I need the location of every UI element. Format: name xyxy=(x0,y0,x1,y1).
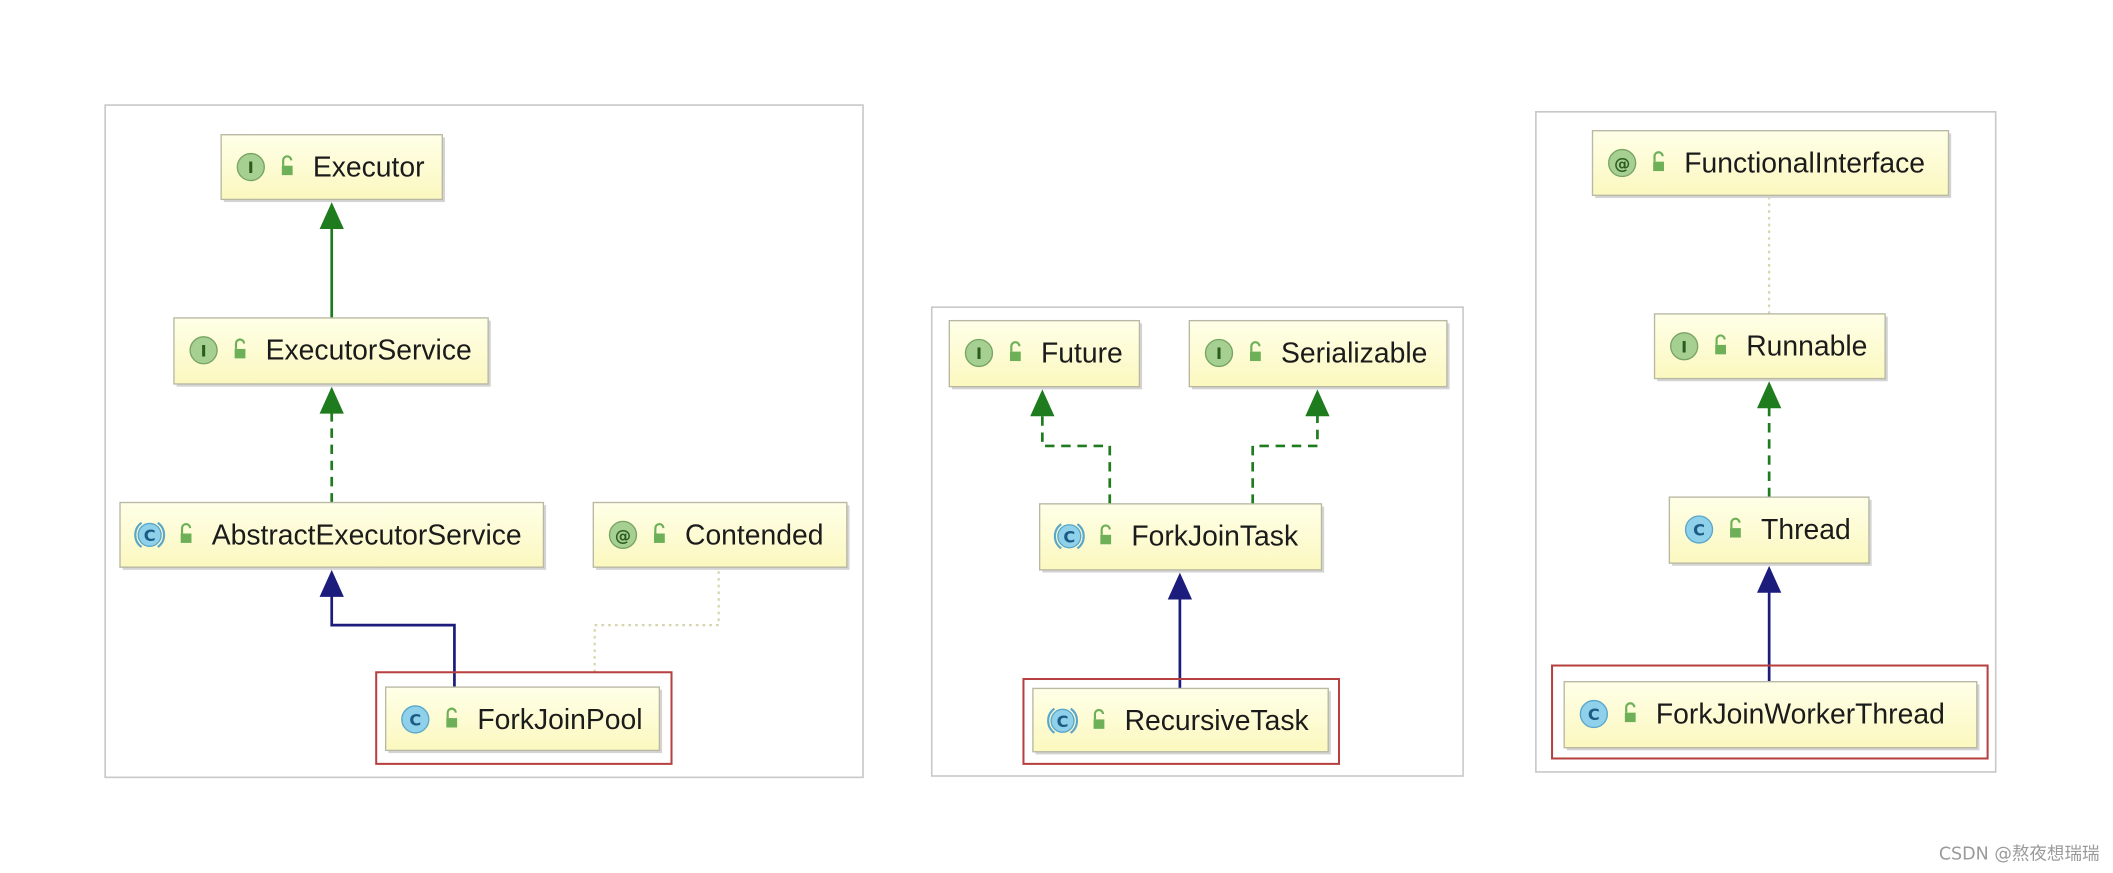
arrowhead xyxy=(1167,572,1193,600)
interface-icon: I xyxy=(1670,332,1699,361)
node-thread: C Thread xyxy=(1668,496,1872,566)
node-forkjoinpool: C ForkJoinPool xyxy=(384,686,663,754)
public-lock-icon xyxy=(1730,517,1741,538)
node-forkjointask: C ForkJoinTask xyxy=(1038,503,1325,573)
node-label: ExecutorService xyxy=(266,334,472,366)
arrowhead xyxy=(1305,389,1330,417)
icon-letter: C xyxy=(1588,705,1600,724)
watermark: CSDN @熬夜想瑞瑞 xyxy=(1939,844,2100,865)
node-label: RecursiveTask xyxy=(1125,704,1310,736)
node-runnable: I Runnable xyxy=(1653,313,1888,382)
diagram-panel-forkjointask: I Future I Serializable xyxy=(930,306,1464,777)
icon-letter: I xyxy=(248,158,254,177)
node-label: AbstractExecutorService xyxy=(212,518,522,550)
abstract-class-icon: C xyxy=(134,521,166,548)
edge-forkjoinpool-to-contended xyxy=(593,567,720,673)
edge-executorservice-to-executor xyxy=(319,202,344,318)
node-label: FunctionalInterface xyxy=(1684,146,1925,178)
edge-forkjoinpool-to-abstractexecutorservice xyxy=(319,569,456,688)
highlight-box xyxy=(375,671,673,765)
edge-thread-to-runnable xyxy=(1757,381,1782,498)
node-label: Executor xyxy=(313,150,425,182)
public-lock-icon xyxy=(1653,151,1664,172)
icon-letter: C xyxy=(144,526,156,545)
arrowhead xyxy=(319,386,344,414)
edge-recursivetask-to-forkjointask xyxy=(1167,572,1193,689)
icon-letter: C xyxy=(1057,712,1069,731)
public-lock-icon xyxy=(1250,341,1261,362)
icon-letter: I xyxy=(1216,344,1222,363)
node-functionalinterface: @ FunctionalInterface xyxy=(1591,130,1952,199)
arrowhead xyxy=(1030,389,1055,417)
arrowhead xyxy=(1757,381,1782,409)
node-label: ForkJoinPool xyxy=(477,703,642,735)
icon-letter: C xyxy=(1693,521,1705,540)
interface-icon: I xyxy=(236,152,265,182)
interface-icon: I xyxy=(1204,338,1234,368)
abstract-class-icon: C xyxy=(1053,523,1085,550)
icon-letter: @ xyxy=(1614,154,1630,173)
node-label: Serializable xyxy=(1281,336,1427,368)
arrowhead xyxy=(319,569,344,597)
icon-letter: C xyxy=(409,710,421,729)
edge-abstractexecutorservice-to-executorservice xyxy=(319,386,344,503)
public-lock-icon xyxy=(1093,708,1105,729)
icon-letter: C xyxy=(1063,527,1075,546)
arrowhead xyxy=(319,202,344,230)
diagram-panel-forkjoinworkerthread: @ FunctionalInterface I Runnable xyxy=(1535,111,1997,773)
edge-forkjointask-to-future xyxy=(1030,389,1112,504)
node-executor: I Executor xyxy=(220,134,445,203)
icon-letter: @ xyxy=(615,526,631,545)
public-lock-icon xyxy=(1009,341,1021,362)
public-lock-icon xyxy=(653,523,665,543)
node-label: Thread xyxy=(1761,513,1851,545)
public-lock-icon xyxy=(281,155,293,176)
node-future: I Future xyxy=(948,319,1143,390)
icon-letter: I xyxy=(976,344,982,363)
arrowhead xyxy=(1757,565,1782,593)
node-label: Runnable xyxy=(1746,330,1867,362)
node-label: Contended xyxy=(685,518,824,550)
node-label: ForkJoinTask xyxy=(1131,520,1299,552)
icon-letter: I xyxy=(1681,337,1687,356)
public-lock-icon xyxy=(234,338,246,359)
node-executorservice: I ExecutorService xyxy=(173,317,491,387)
node-label: ForkJoinWorkerThread xyxy=(1656,697,1945,729)
diagram-panel-executor: I Executor I ExecutorService xyxy=(104,104,864,779)
annotation-icon: @ xyxy=(1608,148,1637,178)
public-lock-icon xyxy=(1624,702,1636,723)
public-lock-icon xyxy=(1100,524,1112,545)
highlight-box xyxy=(1551,664,1989,760)
node-contended: @ Contended xyxy=(592,501,850,570)
edge-forkjointask-to-serializable xyxy=(1251,389,1330,504)
annotation-icon: @ xyxy=(608,520,638,549)
node-abstractexecutorservice: C AbstractExecutorService xyxy=(119,501,547,570)
interface-icon: I xyxy=(964,338,994,368)
node-forkjoinworkerthread: C ForkJoinWorkerThread xyxy=(1563,681,1980,751)
class-icon: C xyxy=(1579,699,1609,729)
class-icon: C xyxy=(1684,515,1714,544)
node-label: Future xyxy=(1041,336,1123,368)
public-lock-icon xyxy=(446,707,458,728)
abstract-class-icon: C xyxy=(1047,707,1078,734)
public-lock-icon xyxy=(1715,334,1726,355)
node-recursivetask: C RecursiveTask xyxy=(1032,687,1331,755)
icon-letter: I xyxy=(201,341,207,360)
class-icon: C xyxy=(401,705,430,734)
public-lock-icon xyxy=(180,523,192,543)
highlight-box xyxy=(1022,677,1341,765)
interface-icon: I xyxy=(189,336,218,365)
node-serializable: I Serializable xyxy=(1188,319,1450,390)
